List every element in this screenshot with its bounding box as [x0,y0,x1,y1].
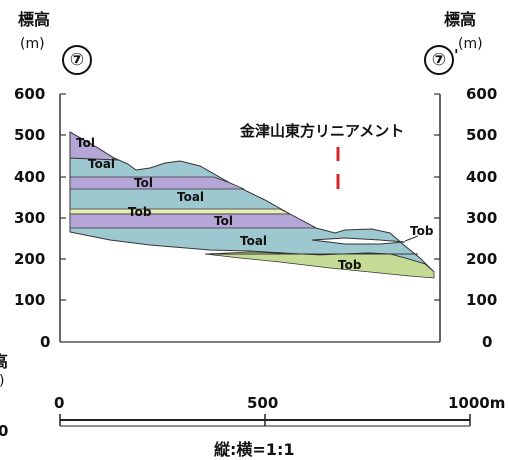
geo-label: Tob [410,224,434,238]
left-tick-label: 400 [14,168,46,186]
right-tick-label: 100 [466,291,498,309]
left-tick-label: 500 [14,126,46,144]
geo-label: Toal [88,157,116,171]
scale-ratio-label: 縦:横=1:1 [214,440,295,459]
left-axis-unit: (m) [20,36,45,52]
right-tick-label: 200 [466,250,498,268]
scale-tick-label: 1000m [448,394,506,412]
geo-layer-tol-lower [69,213,317,229]
geo-lens-tob [311,237,406,245]
right-tick-label: 300 [466,209,498,227]
right-tick-label: 600 [466,85,498,103]
geo-layer-tol-top [69,131,119,161]
geo-label: Toal [177,190,205,204]
right-tick-label: 400 [466,168,498,186]
right-axis-title: 標高 [444,10,477,29]
geo-layer-tob-thin [69,208,291,215]
right-tick-label: 500 [466,126,498,144]
lineament-label: 金津山東方リニアメント [240,122,405,140]
scale-tick-label: 0 [54,394,65,412]
right-tick-label: 0 [482,333,493,351]
geo-label: Tol [76,136,95,150]
left-tick-label: 100 [14,291,46,309]
geo-label: Tob [128,205,152,219]
tob-lens-leader [404,235,419,242]
scale-tick-label: 500 [247,394,279,412]
left-tick-label: 300 [14,209,46,227]
right-section-marker-prime: ' [454,46,459,64]
clipped-axis-title: 高 [0,352,9,371]
axis-ticks [60,93,440,301]
geo-layer-tol-middle [69,176,245,190]
geo-label: Toal [240,234,268,248]
left-axis-title: 標高 [18,10,51,29]
geo-layer-toal-main [69,131,435,273]
left-tick-label: 600 [14,85,46,103]
right-axis-unit: (m) [458,36,483,52]
clipped-axis-unit: ) [0,373,4,389]
geo-label: Tol [214,214,233,228]
clipped-tick-label: 0 [0,422,9,440]
right-section-marker: ⑦ [424,45,454,75]
left-tick-label: 0 [40,333,51,351]
left-tick-label: 200 [14,250,46,268]
left-section-marker: ⑦ [62,45,92,75]
geo-label: Tob [338,258,362,272]
scale-bar [59,414,471,427]
geo-label: Tol [134,176,153,190]
